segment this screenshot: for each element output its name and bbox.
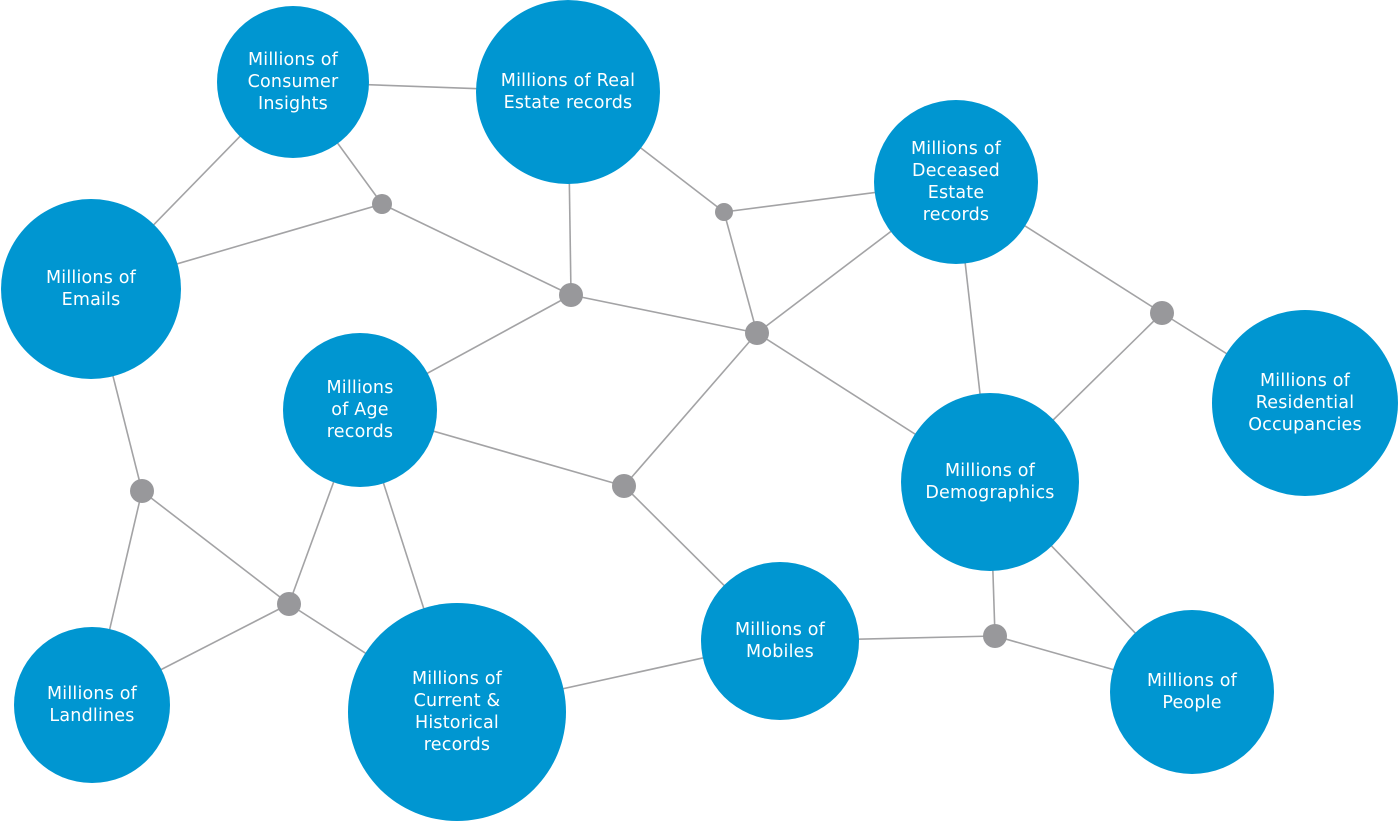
node-label-deceased-estate: records — [923, 205, 989, 225]
node-label-consumer-insights: Insights — [258, 94, 328, 114]
node-label-demographics: Demographics — [925, 483, 1054, 503]
junction-dot-h3 — [715, 203, 733, 221]
node-label-deceased-estate: Deceased — [912, 161, 1000, 181]
connection-lines — [90, 81, 1306, 713]
node-circle-deceased-estate — [874, 100, 1038, 264]
junction-dot-h2 — [559, 283, 583, 307]
node-label-current-historical: Historical — [415, 713, 499, 733]
node-label-deceased-estate: Estate — [928, 183, 985, 203]
node-label-consumer-insights: Millions of — [248, 50, 339, 70]
node-label-age-records: Millions — [326, 378, 393, 398]
node-label-deceased-estate: Millions of — [911, 139, 1002, 159]
node-label-consumer-insights: Consumer — [248, 72, 339, 92]
node-label-people: Millions of — [1147, 671, 1238, 691]
node-label-mobiles: Millions of — [735, 620, 826, 640]
node-label-people: People — [1162, 693, 1221, 713]
edge-h4-h7 — [623, 332, 758, 487]
node-circle-demographics — [901, 393, 1079, 571]
junction-dot-h4 — [745, 321, 769, 345]
node-circle-people — [1110, 610, 1274, 774]
edge-h6-h8 — [141, 490, 290, 605]
node-label-residential-occupancies: Millions of — [1260, 371, 1351, 391]
node-label-demographics: Millions of — [945, 461, 1036, 481]
node-circle-residential-occupancies — [1212, 310, 1398, 496]
node-label-real-estate: Millions of Real — [501, 71, 635, 91]
node-label-emails: Millions of — [46, 268, 137, 288]
node-label-age-records: of Age — [331, 400, 388, 420]
junction-dot-h8 — [277, 592, 301, 616]
node-circle-age-records — [283, 333, 437, 487]
node-label-emails: Emails — [62, 290, 121, 310]
junction-dot-h6 — [130, 479, 154, 503]
node-label-landlines: Landlines — [49, 706, 134, 726]
node-label-residential-occupancies: Residential — [1256, 393, 1355, 413]
junction-points — [130, 194, 1174, 648]
node-label-real-estate: Estate records — [504, 93, 633, 113]
node-label-current-historical: records — [424, 735, 490, 755]
node-label-current-historical: Current & — [414, 691, 501, 711]
node-circle-mobiles — [701, 562, 859, 720]
node-circle-current-historical — [348, 603, 566, 821]
node-circle-emails — [1, 199, 181, 379]
node-label-current-historical: Millions of — [412, 669, 503, 689]
edge-h3-h4 — [723, 211, 758, 334]
node-circle-consumer-insights — [217, 6, 369, 158]
junction-dot-h1 — [372, 194, 392, 214]
node-label-age-records: records — [327, 422, 393, 442]
node-circle-landlines — [14, 627, 170, 783]
node-circle-real-estate — [476, 0, 660, 184]
junction-dot-h5 — [1150, 301, 1174, 325]
junction-dot-h9 — [983, 624, 1007, 648]
edge-h1-h2 — [381, 203, 572, 296]
edge-h2-h4 — [570, 294, 758, 334]
junction-dot-h7 — [612, 474, 636, 498]
node-label-landlines: Millions of — [47, 684, 138, 704]
node-label-mobiles: Mobiles — [746, 642, 814, 662]
node-label-residential-occupancies: Occupancies — [1248, 415, 1362, 435]
